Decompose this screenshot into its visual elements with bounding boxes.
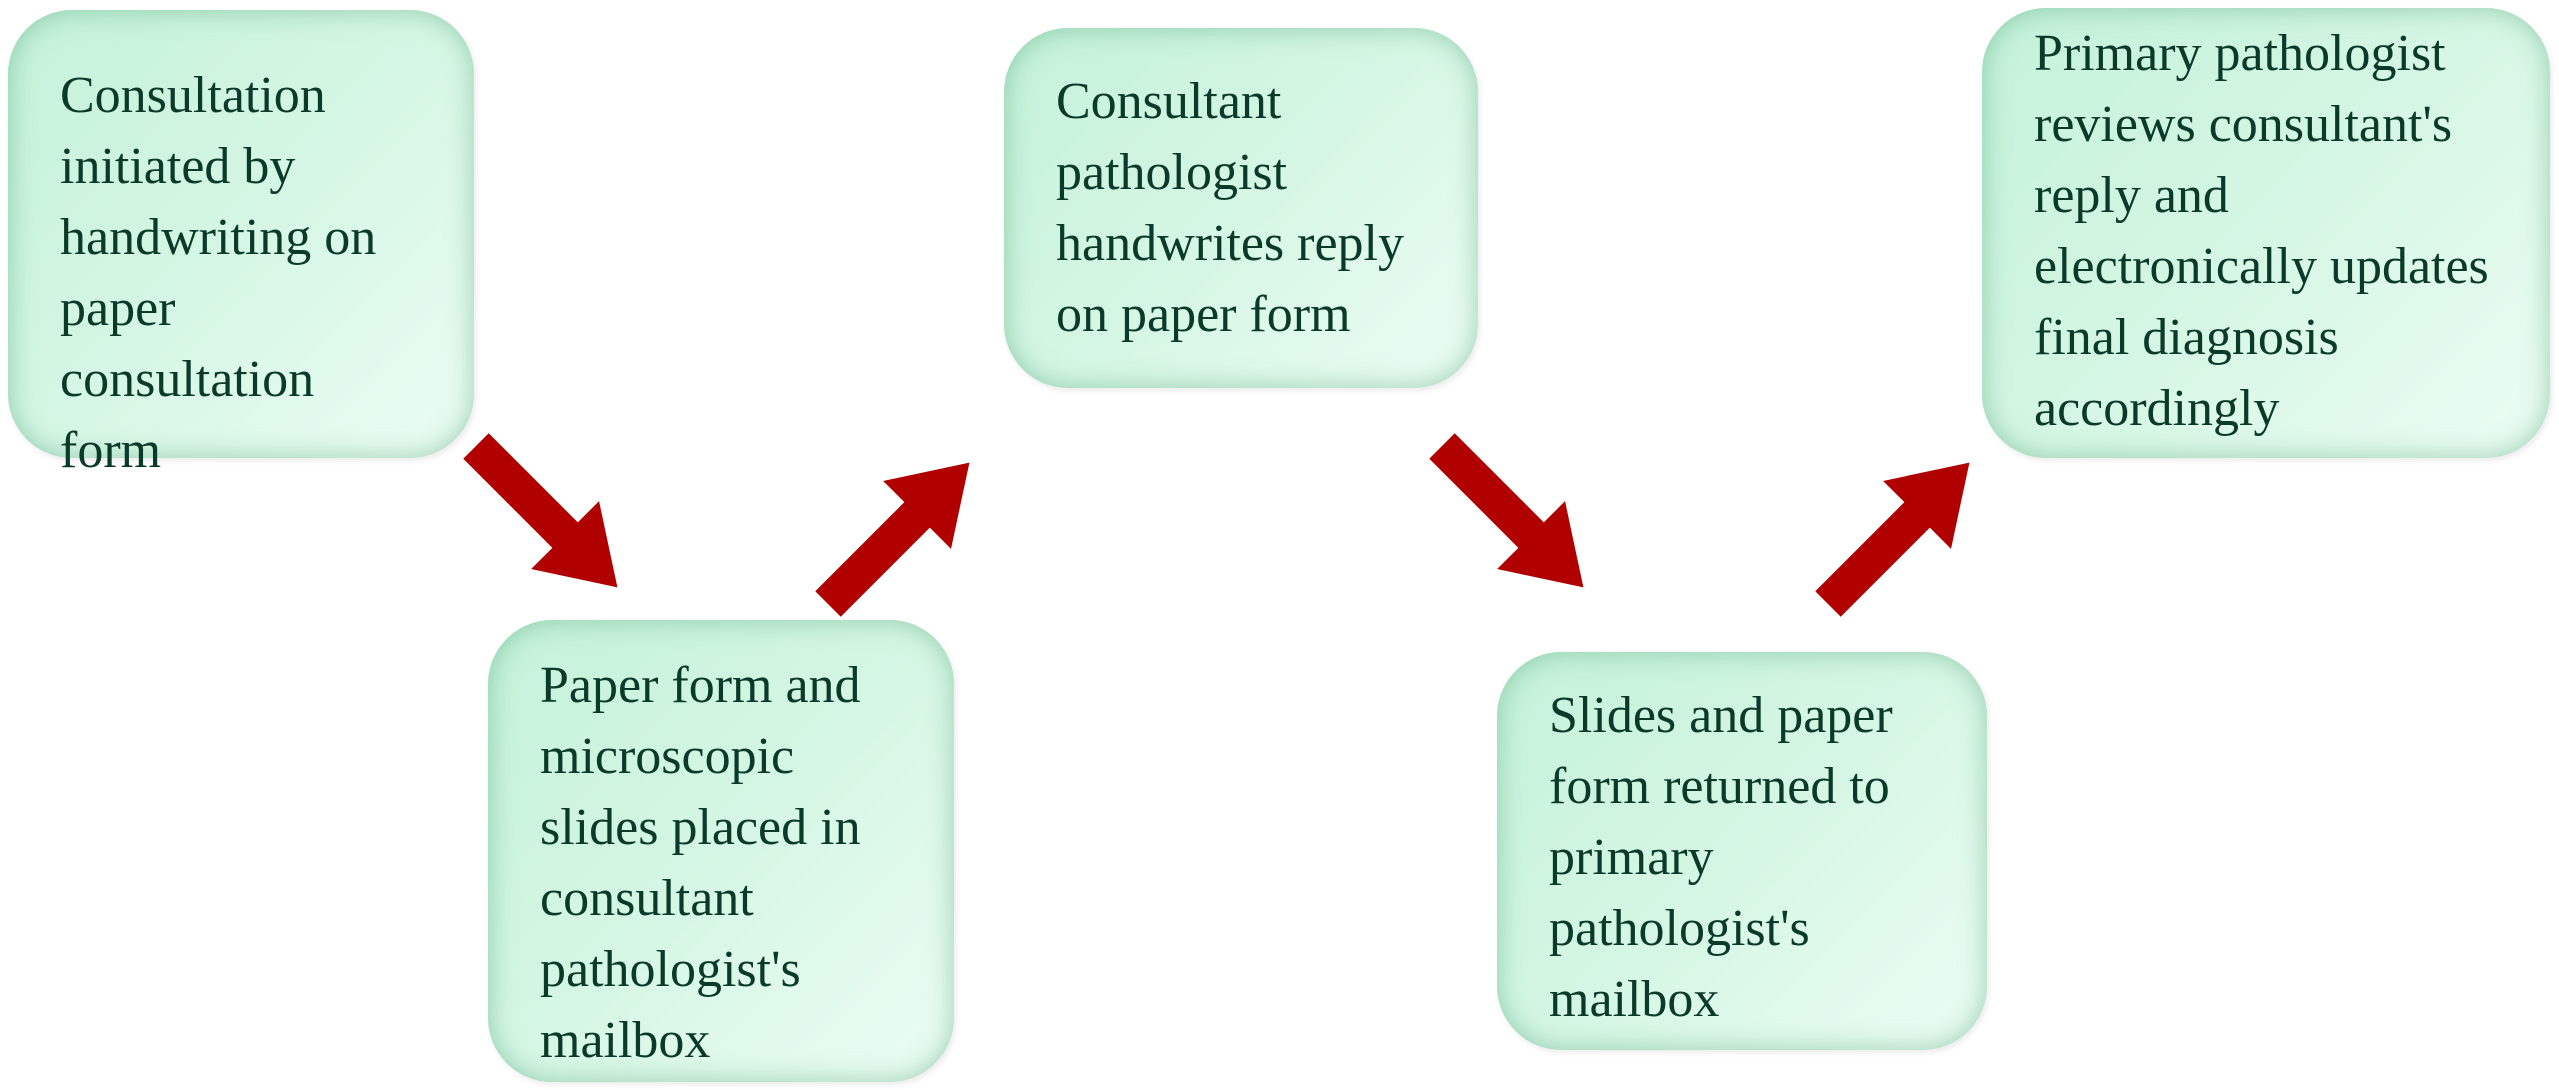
step-primary-reviews-reply: Primary pathologist reviews consultant's… [1982,8,2550,458]
arrow-step3-to-step4 [1429,433,1584,588]
arrow-step1-to-step2 [463,433,618,588]
step-slides-placed-in-mailbox: Paper form and microscopic slides placed… [488,620,954,1082]
step-slides-returned: Slides and paper form returned to primar… [1497,652,1987,1050]
arrow-step2-to-step3 [815,462,970,617]
step-consultation-initiated: Consultation initiated by handwriting on… [8,10,474,479]
step-consultant-handwrites-reply: Consultant pathologist handwrites reply … [1004,28,1478,388]
arrow-step4-to-step5 [1815,462,1970,617]
